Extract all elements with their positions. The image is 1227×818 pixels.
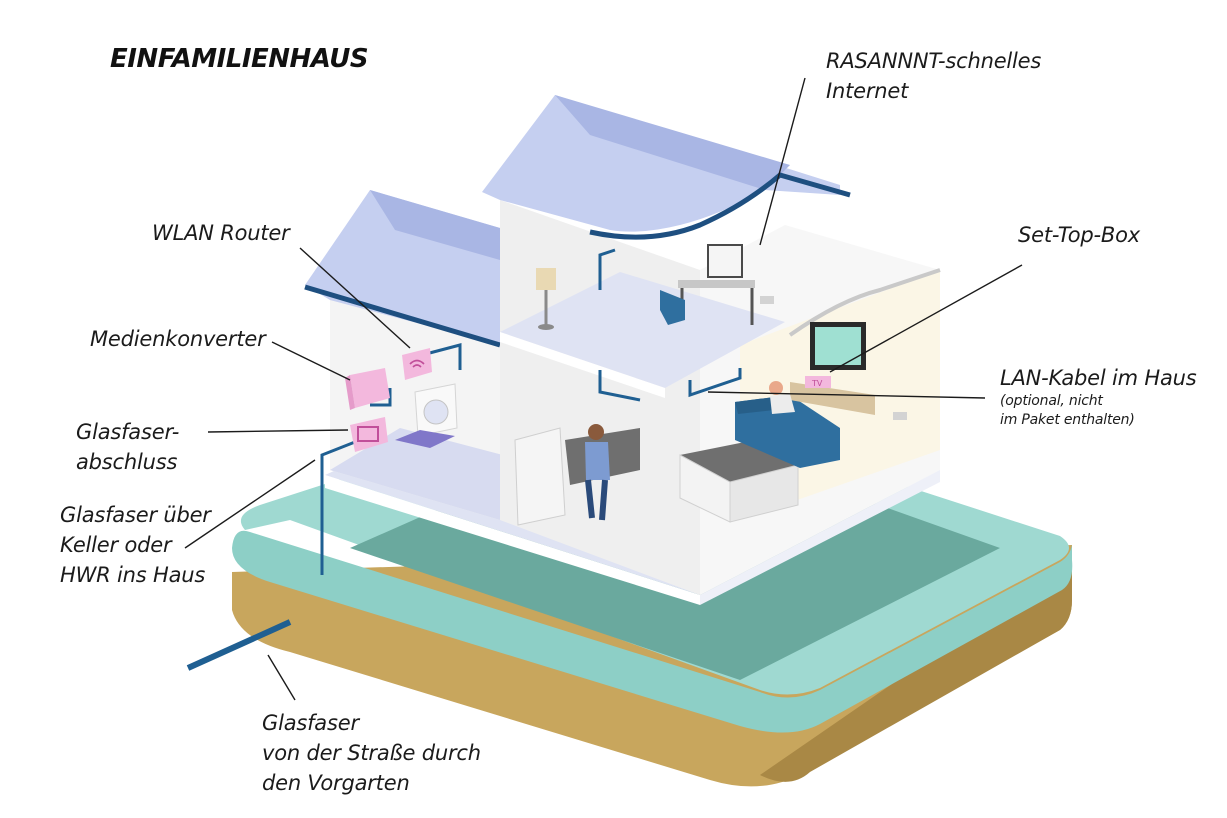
label-glasfaser-keller-line-3: HWR ins Haus	[60, 563, 206, 587]
annex-roof-edge	[304, 284, 501, 348]
leader-glasfaser-keller	[184, 459, 316, 549]
fiber-street-cable	[186, 619, 292, 671]
desk	[678, 280, 755, 288]
media-converter-side	[345, 375, 355, 410]
person-kitchen-body	[585, 442, 610, 480]
leader-wlan-router	[299, 247, 411, 349]
label-glasfaser-keller-line-2: Keller oder	[60, 533, 172, 557]
floor-slab-front	[325, 475, 700, 605]
lan-upper-cable	[598, 248, 616, 290]
label-internet-line-1: RASANNNT-schnelles	[826, 49, 1042, 73]
main-roof-edge	[589, 172, 851, 240]
office-chair	[660, 290, 685, 325]
label-lan-kabel-note-line-2: im Paket enthalten)	[1000, 412, 1135, 428]
main-roof-shade	[555, 95, 790, 190]
grass-edge	[232, 530, 1073, 733]
upper-floor-front	[500, 332, 665, 398]
leader-medienkonverter	[271, 341, 351, 381]
leader-glasfaser-abschluss	[207, 429, 349, 433]
person-kitchen-head	[588, 424, 604, 440]
tv-stand	[790, 382, 875, 415]
label-glasfaser-strasse: Glasfaser von der Straße durch den Vorga…	[262, 708, 481, 798]
label-glasfaser-keller: Glasfaser über Keller oder HWR ins Haus	[60, 500, 211, 590]
pc-monitor	[707, 244, 743, 278]
leader-internet	[759, 77, 806, 246]
label-internet: RASANNNT-schnelles Internet	[826, 46, 1041, 106]
furniture: TV	[514, 244, 907, 526]
floor-lamp-shade	[536, 268, 556, 290]
leader-lan-kabel	[707, 391, 986, 399]
wall-socket-upper	[760, 296, 774, 304]
label-glasfaser-strasse-line-1: Glasfaser	[262, 711, 359, 735]
label-glasfaser-abschluss-line-1: Glasfaser-	[76, 420, 180, 444]
label-glasfaser-keller-line-1: Glasfaser über	[60, 503, 211, 527]
router-cable	[421, 343, 462, 370]
floor-lamp-base	[538, 324, 554, 330]
sofa	[735, 395, 840, 468]
label-set-top-box: Set-Top-Box	[1018, 223, 1141, 247]
person-sofa-head	[769, 381, 783, 395]
wlan-router-box	[402, 348, 432, 380]
label-glasfaser-strasse-line-2: von der Straße durch	[262, 741, 481, 765]
kitchen-island-side	[729, 464, 799, 523]
label-lan-kabel: LAN-Kabel im Haus	[1000, 366, 1197, 390]
upper-floor-slab	[500, 272, 785, 388]
diagram-title: EINFAMILIENHAUS	[110, 44, 369, 74]
label-lan-kabel-note-line-1: (optional, nicht	[1000, 393, 1103, 409]
main-house	[482, 95, 941, 595]
living-roof-edge	[788, 268, 941, 337]
person-kitchen-legs	[585, 479, 608, 521]
left-annex	[304, 190, 560, 520]
leader-lines	[184, 77, 1023, 701]
label-internet-line-2: Internet	[826, 79, 909, 103]
label-lan-kabel-note: (optional, nicht im Paket enthalten)	[1000, 392, 1135, 430]
devices	[345, 348, 458, 452]
fiber-entry-cable	[320, 440, 356, 575]
person-sofa-body	[770, 394, 795, 414]
washing-machine-door	[423, 399, 449, 425]
laundry-mat	[395, 430, 455, 448]
label-glasfaser-abschluss-line-2: abschluss	[76, 450, 178, 474]
fridge	[514, 427, 566, 526]
media-converter-box	[350, 368, 390, 408]
cables	[186, 248, 742, 671]
lan-right-cable	[688, 368, 742, 398]
annex-roof-shade	[370, 190, 500, 260]
label-glasfaser-abschluss: Glasfaser- abschluss	[76, 417, 179, 477]
fiber-to-converter	[370, 388, 392, 407]
leader-glasfaser-strasse	[267, 654, 296, 701]
set-top-box-device	[805, 376, 831, 388]
floor-slab-right	[700, 470, 940, 605]
label-wlan-router: WLAN Router	[152, 221, 290, 245]
wifi-icon	[409, 359, 425, 368]
tv-label: TV	[811, 379, 823, 388]
wall-socket-living	[893, 412, 907, 420]
label-medienkonverter: Medienkonverter	[90, 327, 266, 351]
lan-living-cable	[598, 370, 641, 402]
fiber-termination-box	[350, 417, 388, 452]
people	[585, 381, 795, 521]
fiber-termination-panel	[357, 426, 379, 442]
leader-set-top-box	[829, 264, 1023, 373]
label-glasfaser-strasse-line-3: den Vorgarten	[262, 771, 410, 795]
main-roof	[482, 95, 840, 232]
